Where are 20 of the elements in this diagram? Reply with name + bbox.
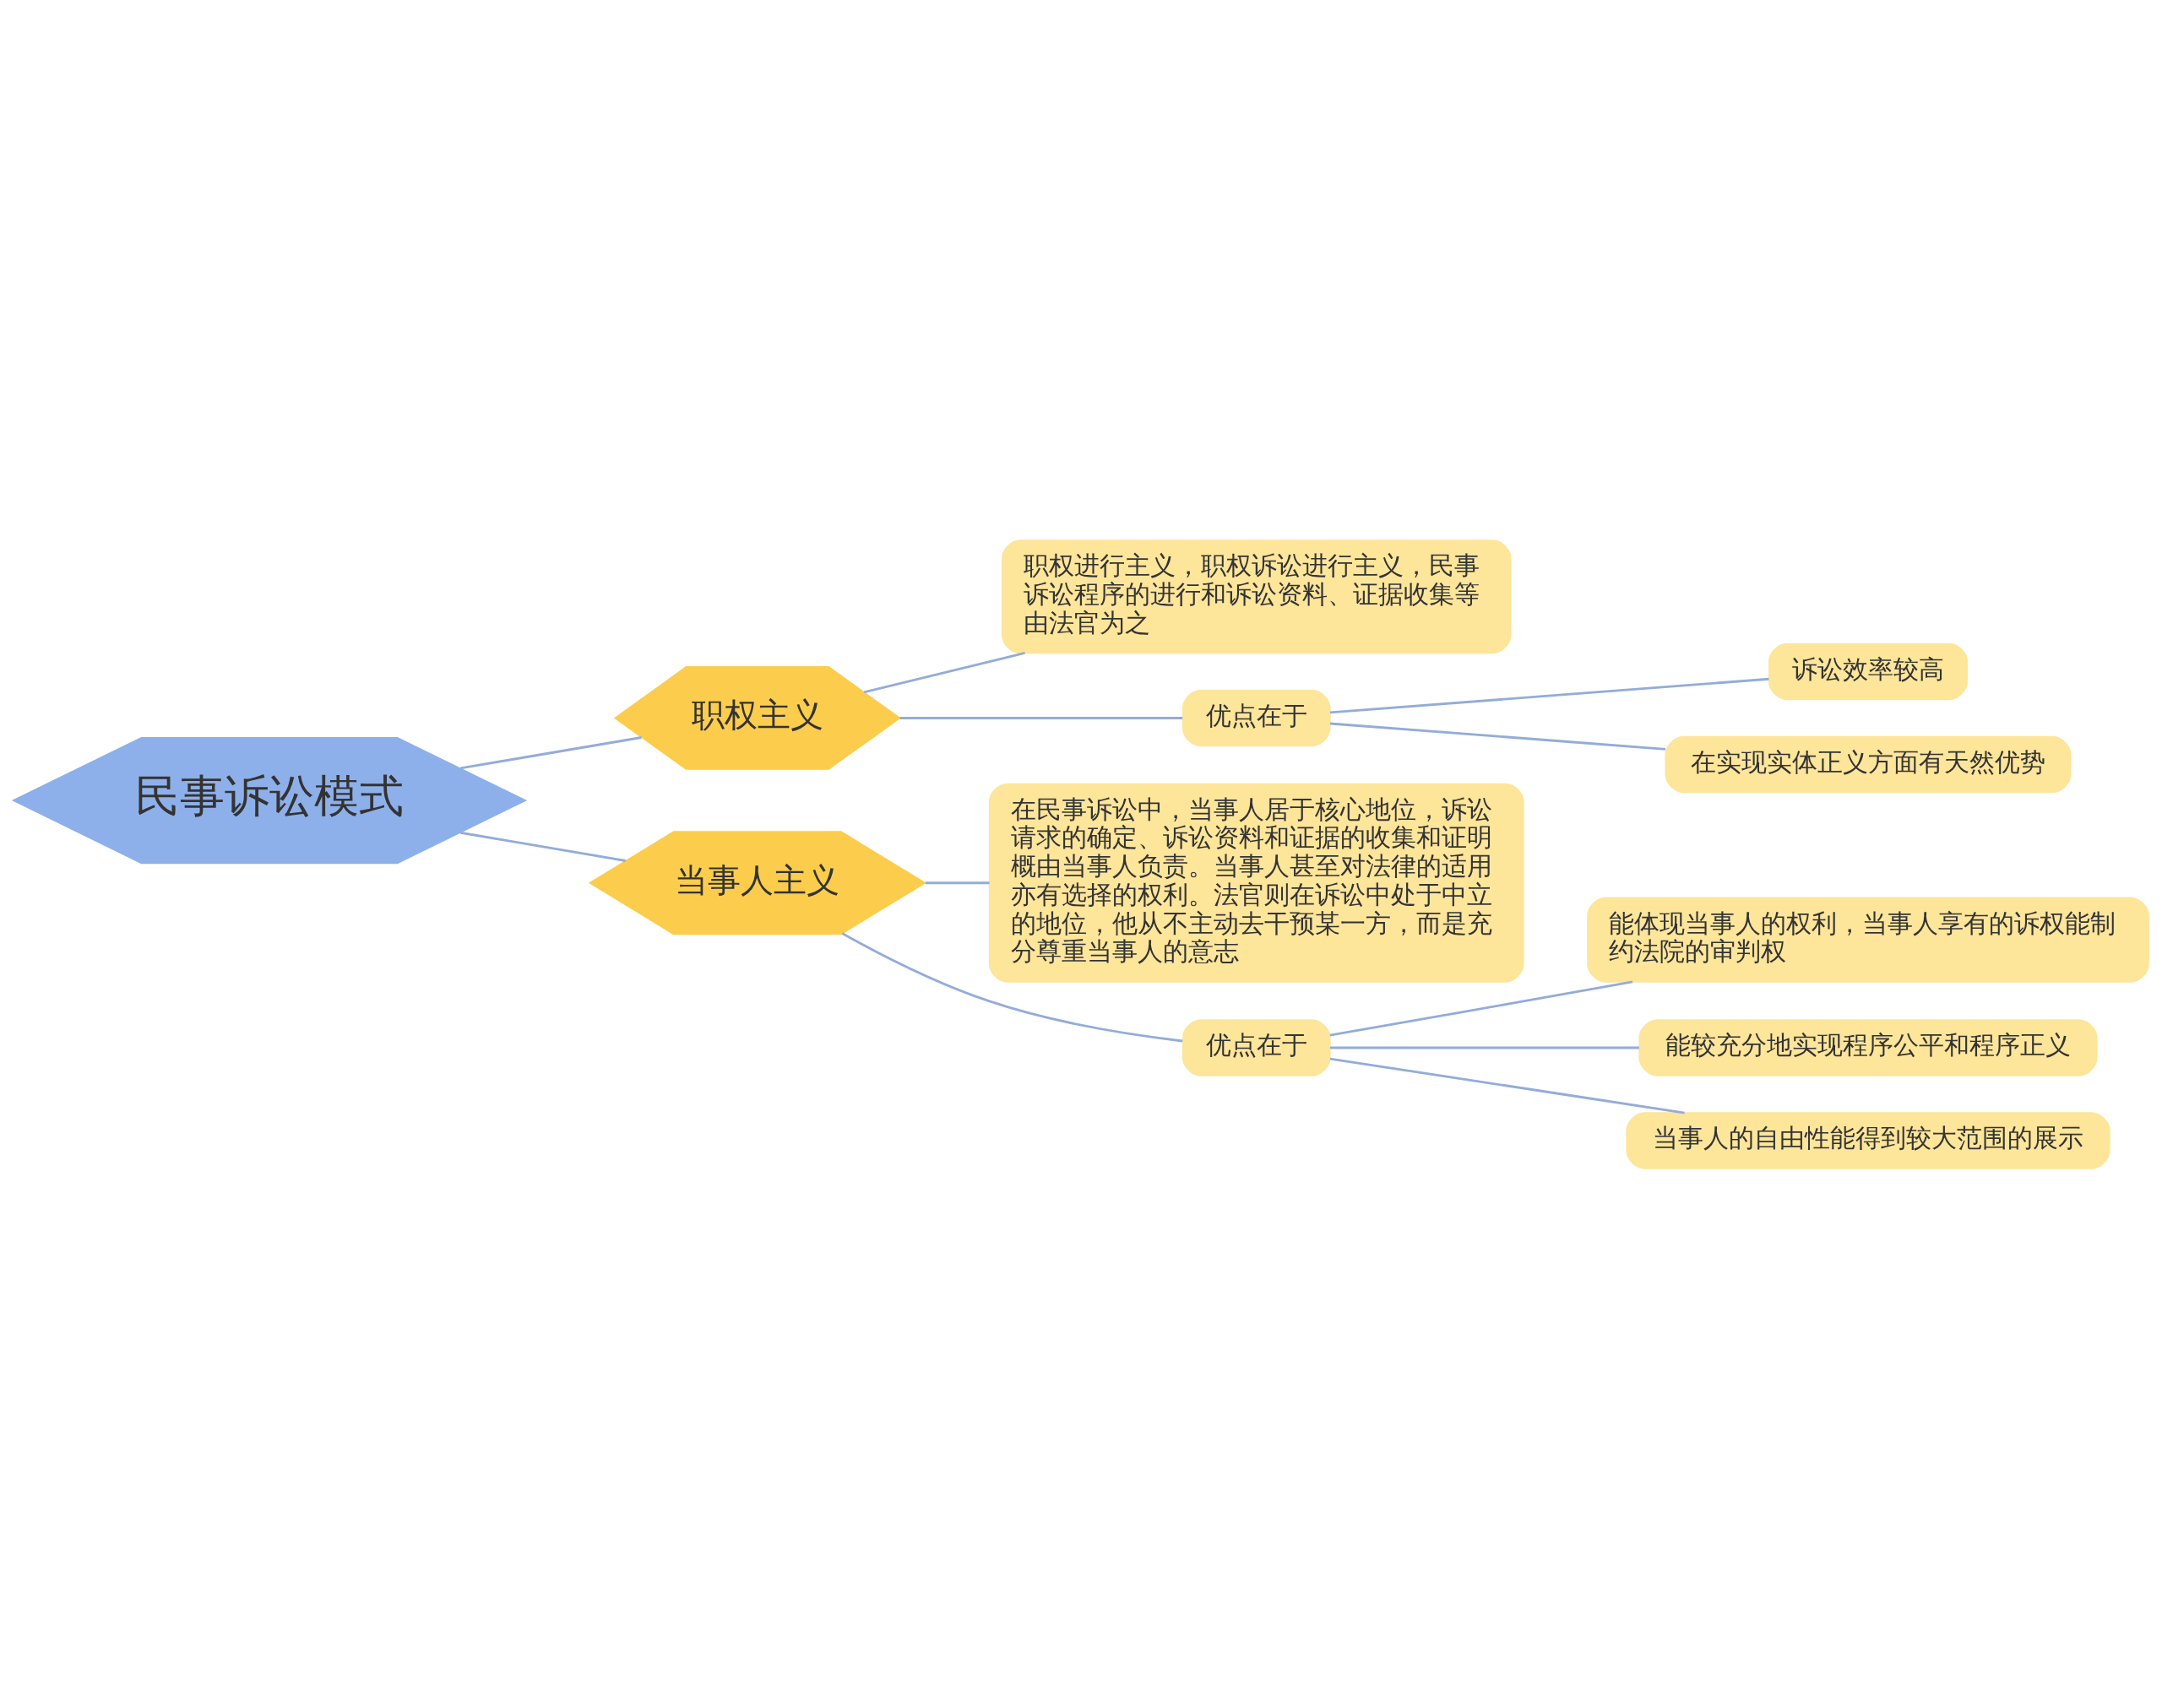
connector — [1329, 1057, 1685, 1114]
connector — [460, 831, 626, 862]
node-box: 优点在于 — [1181, 689, 1331, 746]
node-box: 优点在于 — [1181, 1018, 1331, 1076]
connector — [460, 735, 642, 769]
node-box: 职权进行主义，职权诉讼进行主义，民事诉讼程序的进行和诉讼资料、证据收集等由法官为之 — [1001, 539, 1512, 653]
node-box: 当事人的自由性能得到较大范围的展示 — [1626, 1111, 2110, 1169]
node-box: 诉讼效率较高 — [1768, 643, 1969, 700]
node-box: 在民事诉讼中，当事人居于核心地位，诉讼请求的确定、诉讼资料和证据的收集和证明概由当事人负责。当事人甚至对法律的适用亦有选择的权利。法官则在诉讼中处于中立的地位，他从不主动去干预某一方，而是充分尊重当事人的意志 — [988, 783, 1524, 983]
connector — [925, 881, 990, 884]
connector — [899, 716, 1183, 719]
connector — [1329, 677, 1769, 713]
node-box: 能体现当事人的权利，当事人享有的诉权能制约法院的审判权 — [1587, 897, 2149, 983]
connector — [863, 651, 1025, 693]
connector — [1330, 1046, 1640, 1049]
connector — [1329, 980, 1633, 1037]
connector — [1329, 722, 1666, 751]
node-box: 在实现实体正义方面有天然优势 — [1665, 735, 2072, 793]
connector — [841, 931, 1183, 1042]
node-box: 能较充分地实现程序公平和程序正义 — [1638, 1018, 2098, 1076]
